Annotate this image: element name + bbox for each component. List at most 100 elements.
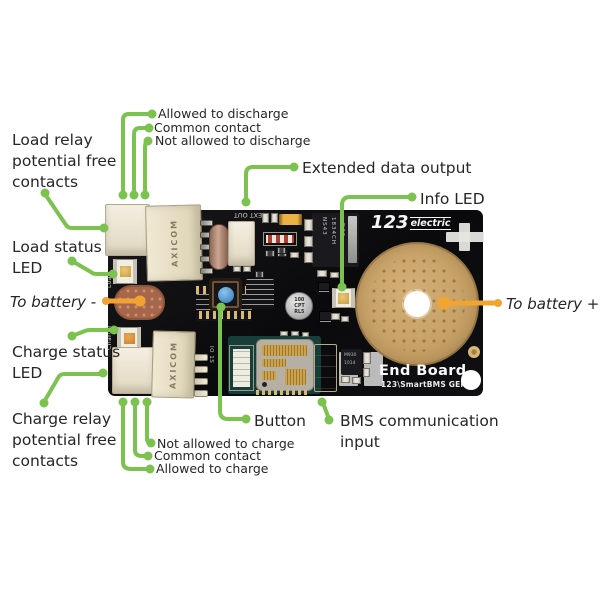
smd-component — [304, 219, 313, 231]
pointer-dot — [39, 398, 49, 408]
pointer-common-contact-top — [129, 123, 154, 200]
pointer-line — [145, 400, 153, 445]
mcu-ic — [246, 279, 274, 309]
label-extended-data-output: Extended data output — [302, 159, 472, 177]
module-pads — [256, 390, 310, 395]
label-load-status-led: Load status LED — [12, 238, 102, 277]
coil-center-hole — [404, 291, 430, 317]
pointer-line — [143, 139, 150, 197]
capacitor-marking: 100 — [293, 296, 305, 303]
regulator-marking: NS43 — [321, 217, 327, 236]
smd-component — [255, 271, 264, 278]
charge-relay-component: AXICOM — [151, 330, 196, 399]
smd-component — [243, 266, 251, 272]
regulator-metal-tab — [348, 216, 357, 263]
regulator-marking: 1834CH — [330, 217, 336, 245]
label-common-contact-bottom: Common contact — [154, 448, 262, 463]
button-cap — [217, 286, 234, 303]
relay-pin — [194, 390, 208, 397]
pointer-not-allowed-charge — [142, 397, 156, 448]
pointer-dot — [67, 331, 77, 341]
relay-brand-text: AXICOM — [168, 218, 180, 268]
die-pattern — [285, 369, 306, 385]
voltage-regulator-ic: NS43 1834CH D32 — [312, 213, 359, 267]
pointer-dot — [324, 415, 334, 425]
die-dot — [262, 382, 267, 387]
electrolytic-capacitor: 100 CPT RL5 — [285, 292, 313, 320]
pointer-dot — [146, 438, 156, 448]
interface-ic: M930 1014 — [341, 349, 362, 375]
pointer-dot — [142, 397, 152, 407]
bms-communication-connector — [314, 344, 337, 392]
label-allowed-to-charge: Allowed to charge — [156, 461, 269, 476]
interface-ic-marking: 1014 — [344, 360, 356, 366]
rf-module — [228, 336, 321, 394]
relay-pin — [200, 220, 213, 226]
die-pattern — [262, 371, 276, 380]
load-relay-component: AXICOM — [145, 204, 203, 282]
pointer-dot — [289, 162, 299, 172]
pointer-dot — [143, 136, 153, 146]
pcb-board: AXICOM EXT OUT NS43 1834CH D32 Load — [105, 204, 484, 399]
capacitor-marking: RL5 — [293, 308, 305, 315]
relay-pin — [200, 268, 213, 274]
relay-brand-text: AXICOM — [168, 340, 179, 389]
pointer-bms-communication — [317, 397, 334, 425]
smd-component — [277, 247, 286, 254]
smd-component — [352, 377, 361, 384]
pointer-line — [43, 192, 105, 230]
pointer-line — [132, 126, 151, 197]
board-title: End Board — [379, 363, 467, 379]
relay-pin — [194, 378, 208, 385]
led-core — [119, 266, 131, 277]
pointer-dot — [407, 192, 417, 202]
crystal-oscillator — [209, 224, 229, 270]
smd-component — [341, 376, 350, 383]
label-charge-status-led: Charge status LED — [12, 343, 121, 382]
label-bms-communication-input: BMS communication input — [340, 412, 499, 451]
pointer-dot — [241, 197, 251, 207]
pin-header — [196, 311, 251, 321]
io-silkscreen: IO 1S — [208, 346, 214, 364]
label-to-battery-minus: To battery - — [10, 293, 97, 311]
pointer-dot — [241, 414, 251, 424]
interface-ic-marking: M930 — [344, 352, 357, 358]
ext-out-connector — [228, 221, 255, 266]
pointer-load-relay — [40, 188, 109, 233]
pointer-dot — [147, 109, 157, 119]
die-pattern — [262, 359, 286, 367]
ext-out-silkscreen: EXT OUT — [233, 211, 263, 219]
gold-via — [468, 346, 480, 358]
label-not-allowed-to-charge: Not allowed to charge — [157, 436, 295, 451]
resistor-network — [263, 232, 297, 246]
pointer-dot — [317, 397, 327, 407]
smd-component — [290, 252, 299, 258]
tactile-button — [209, 278, 242, 311]
label-info-led: Info LED — [420, 190, 485, 208]
brand-logo-word: electric — [409, 217, 452, 230]
battery-plus-coil-pad — [355, 242, 479, 366]
label-load-relay-contacts: Load relay potential free contacts — [12, 131, 117, 191]
smd-component — [233, 266, 241, 272]
regulator-marking: D32 — [339, 223, 345, 238]
rf-die — [256, 339, 314, 391]
label-not-allowed-to-discharge: Not allowed to discharge — [155, 133, 311, 148]
board-subtitle: 123\SmartBMS GEN 3 — [381, 380, 476, 389]
smd-component — [363, 368, 370, 377]
label-to-battery-plus: To battery + — [506, 295, 600, 313]
smd-component — [280, 331, 288, 336]
antenna-connector — [229, 345, 254, 391]
plus-marking-bar — [459, 223, 470, 251]
pointer-dot — [145, 464, 155, 474]
pointer-not-allowed-discharge — [140, 136, 153, 200]
brand-logo: 123 electric — [371, 214, 452, 232]
label-button: Button — [254, 412, 306, 430]
pointer-dot — [144, 123, 154, 133]
relay-pin — [194, 354, 208, 361]
pointer-dot — [118, 397, 128, 407]
pointer-dot — [494, 299, 502, 307]
battery-minus-pad — [114, 285, 165, 320]
tantalum-capacitor — [279, 214, 302, 225]
pointer-line — [244, 165, 296, 203]
